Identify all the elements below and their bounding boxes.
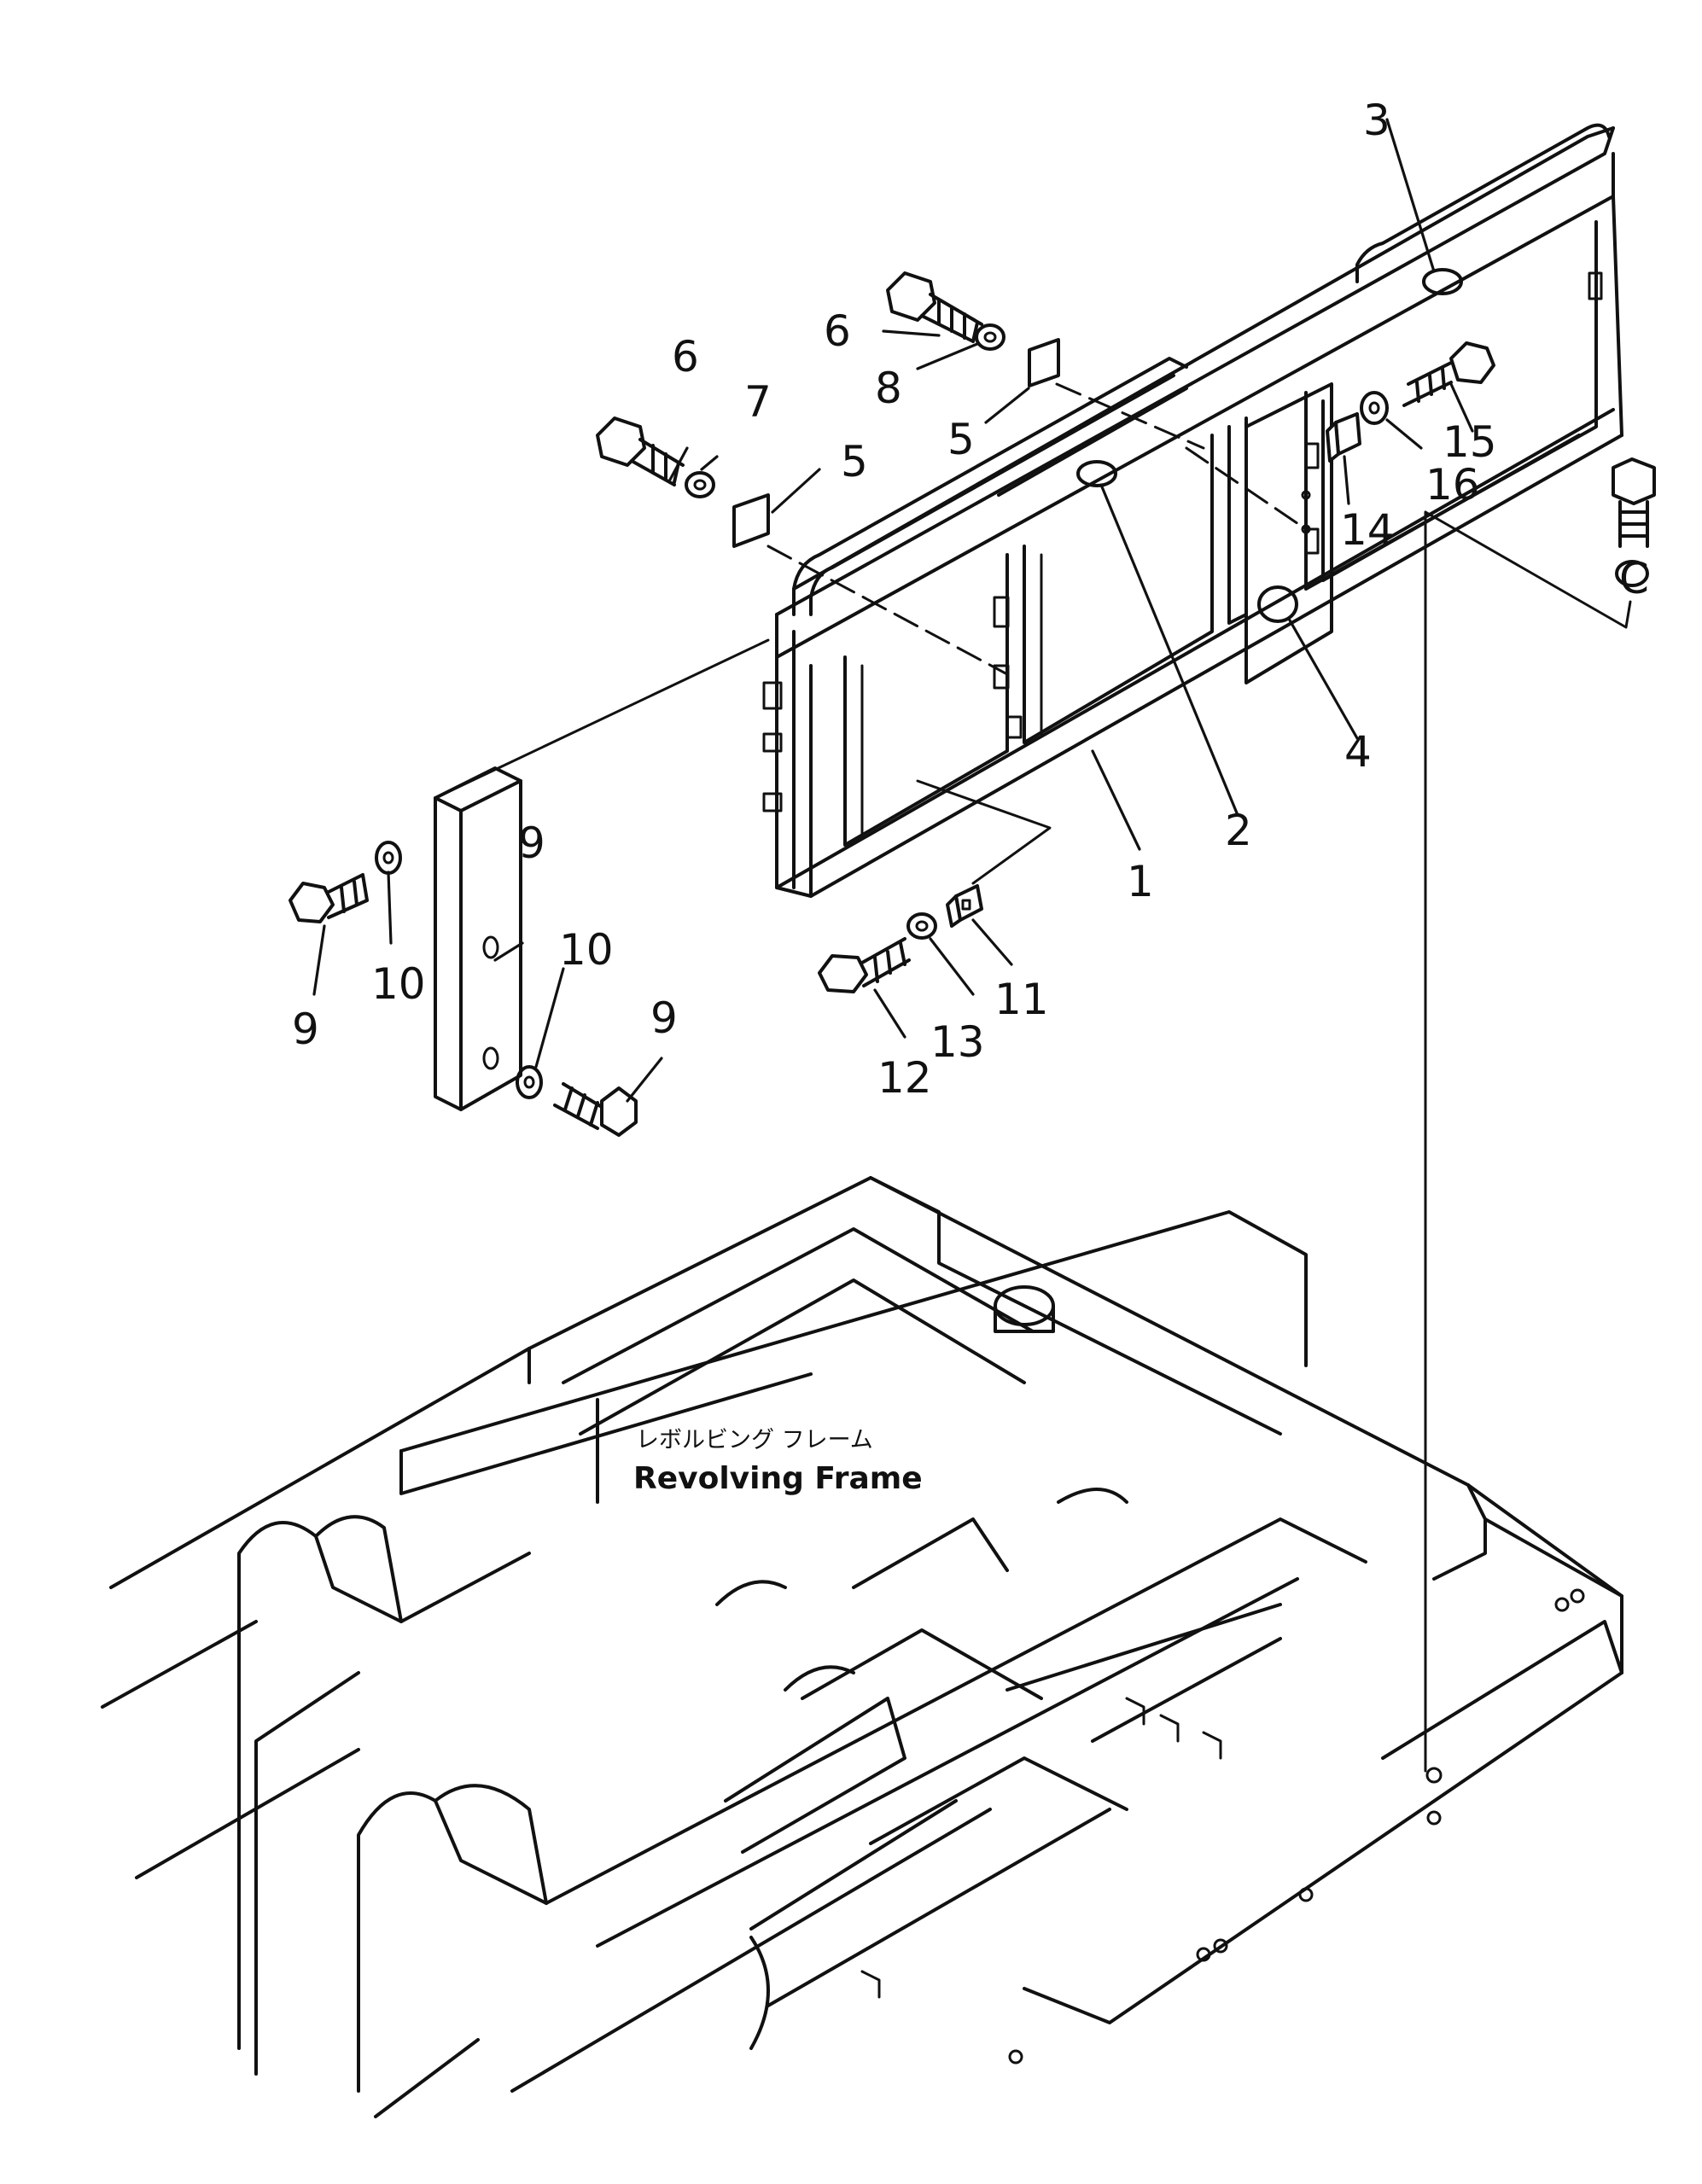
frame-label: レボルビング フレーム Revolving Frame	[633, 1427, 923, 1496]
callout-2: 2	[1225, 806, 1252, 855]
frame-label-japanese: レボルビング フレーム	[636, 1427, 873, 1453]
callout-6-upper: 6	[824, 306, 851, 356]
callout-10-left: 10	[371, 959, 426, 1009]
callout-14: 14	[1340, 505, 1395, 555]
callout-5-upper: 5	[947, 415, 975, 464]
guard-panel-assembly	[762, 123, 1623, 898]
callout-10-right: 10	[559, 925, 614, 975]
revolving-frame	[101, 1176, 1623, 2118]
washer-7-upper	[975, 323, 1005, 351]
callout-9-left: 9	[292, 1005, 319, 1054]
bolt-6-lower	[596, 416, 685, 486]
leader-lines	[312, 118, 1632, 1773]
shim-5-upper	[1028, 338, 1060, 387]
callout-11: 11	[994, 975, 1049, 1024]
callout-13: 13	[930, 1017, 985, 1067]
circlip-glyph: C	[1619, 554, 1649, 603]
bolt-15	[1402, 341, 1495, 407]
frame-label-english: Revolving Frame	[633, 1461, 923, 1496]
clip-14	[1326, 412, 1361, 463]
callout-9-right: 9	[650, 993, 678, 1043]
washer-7-lower	[685, 471, 715, 498]
callout-5-lower: 5	[841, 437, 868, 486]
washer-13	[906, 912, 937, 940]
bolt-vertical-right: C	[1612, 457, 1656, 603]
bolt-9-left	[289, 873, 369, 923]
callout-1: 1	[1127, 857, 1154, 906]
bolt-9-right	[553, 1082, 638, 1137]
washer-16	[1360, 391, 1389, 425]
callout-7-upper: 8	[875, 364, 902, 413]
callout-12: 12	[877, 1053, 932, 1103]
bolt-12	[818, 937, 911, 993]
shim-5-lower	[732, 493, 770, 548]
washer-10-upper	[375, 841, 402, 875]
callout-4: 4	[1344, 727, 1372, 777]
mount-plate	[434, 638, 770, 1111]
callout-7-lower: 7	[744, 377, 772, 427]
bolt-6-upper	[886, 271, 983, 343]
callout-16: 16	[1425, 460, 1480, 510]
callout-6-lower: 6	[672, 332, 699, 381]
callout-3: 3	[1363, 96, 1390, 145]
clip-11	[946, 884, 983, 928]
washer-10-lower	[516, 1065, 543, 1099]
callout-15: 15	[1443, 417, 1497, 467]
callout-numbers: 3 6 8 5 6 7 5 15 16 14 4 2 1 9 10 10 9 9…	[292, 96, 1497, 1103]
callout-8: 9	[518, 818, 545, 868]
